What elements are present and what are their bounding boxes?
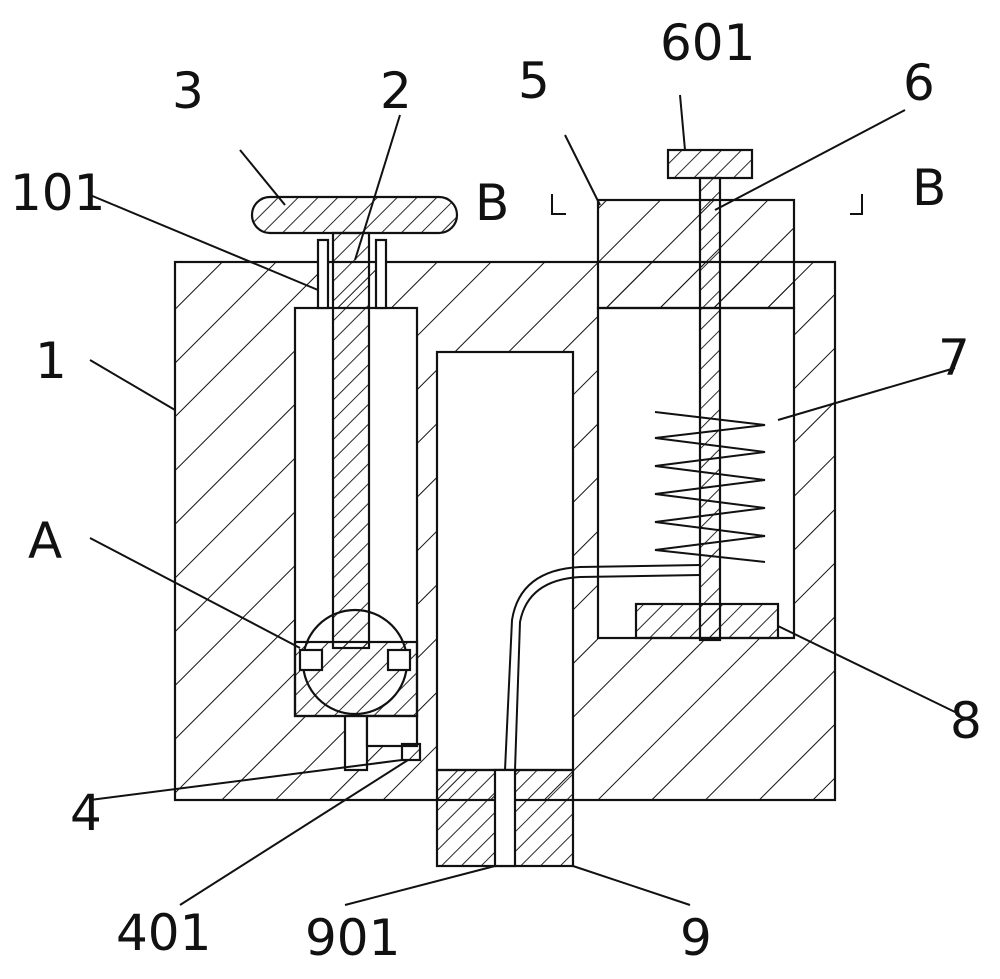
top-block [596,198,796,310]
label-8: 8 [950,692,982,750]
label-401: 401 [116,904,211,962]
label-B-right: B [912,159,946,217]
labels: 1 101 2 3 4 401 5 6 601 7 8 9 901 A B B [10,14,982,967]
pipe [504,564,701,771]
label-4: 4 [70,784,102,842]
spring [654,411,766,563]
label-2: 2 [380,62,412,120]
label-5: 5 [518,52,550,110]
valve [400,742,422,762]
bottom-block [435,768,575,868]
section-marks [551,194,863,215]
cap [666,148,754,180]
rod [316,231,388,650]
label-6: 6 [903,54,935,112]
label-7: 7 [938,329,970,387]
label-9: 9 [680,909,712,967]
label-101: 101 [10,164,105,222]
label-1: 1 [35,332,67,390]
label-601: 601 [660,14,755,72]
label-901: 901 [305,909,400,967]
label-3: 3 [172,62,204,120]
housing-body [173,260,837,802]
plunger-rod [698,176,722,642]
piston-block [293,608,419,718]
leader-lines [89,94,956,906]
base-plate [634,602,780,640]
label-B-left: B [475,174,509,232]
label-A: A [28,512,62,570]
